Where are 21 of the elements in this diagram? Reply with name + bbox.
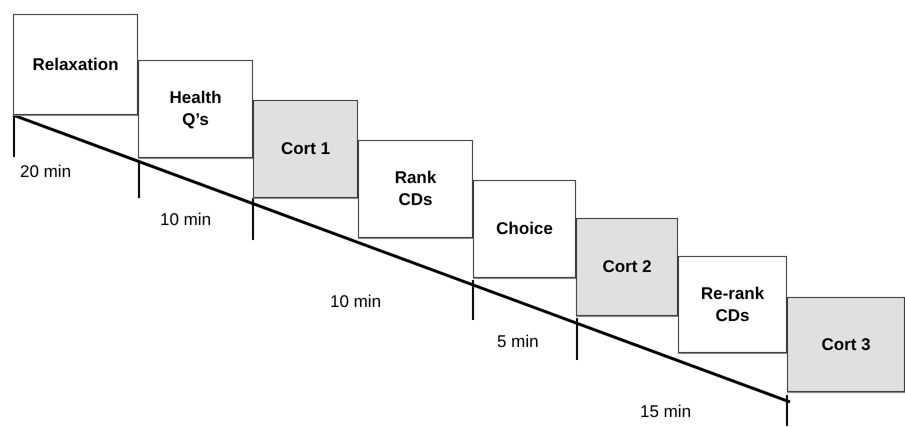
- sampling-box: [253, 100, 358, 198]
- duration-label: 10 min: [160, 210, 212, 230]
- step-box: [473, 180, 576, 278]
- step-box: [13, 14, 138, 115]
- step-label: Choice: [496, 218, 553, 240]
- step-label: Cort 2: [602, 256, 652, 278]
- step-label: Relaxation: [32, 54, 118, 76]
- step-box: [138, 60, 253, 158]
- step-box: [358, 140, 473, 238]
- step-box: [678, 256, 787, 353]
- duration-label: 15 min: [640, 402, 692, 422]
- duration-label: 5 min: [497, 332, 539, 352]
- step-label: Cort 3: [821, 334, 871, 356]
- sampling-box: [576, 218, 678, 316]
- step-label: Health Q’s: [168, 87, 222, 131]
- step-label: Cort 1: [280, 138, 330, 160]
- step-label: Rank CDs: [394, 167, 438, 211]
- duration-label: 20 min: [20, 162, 72, 182]
- sampling-box: [787, 297, 905, 392]
- step-label: Re-rank CDs: [700, 282, 766, 326]
- duration-label: 10 min: [330, 292, 382, 312]
